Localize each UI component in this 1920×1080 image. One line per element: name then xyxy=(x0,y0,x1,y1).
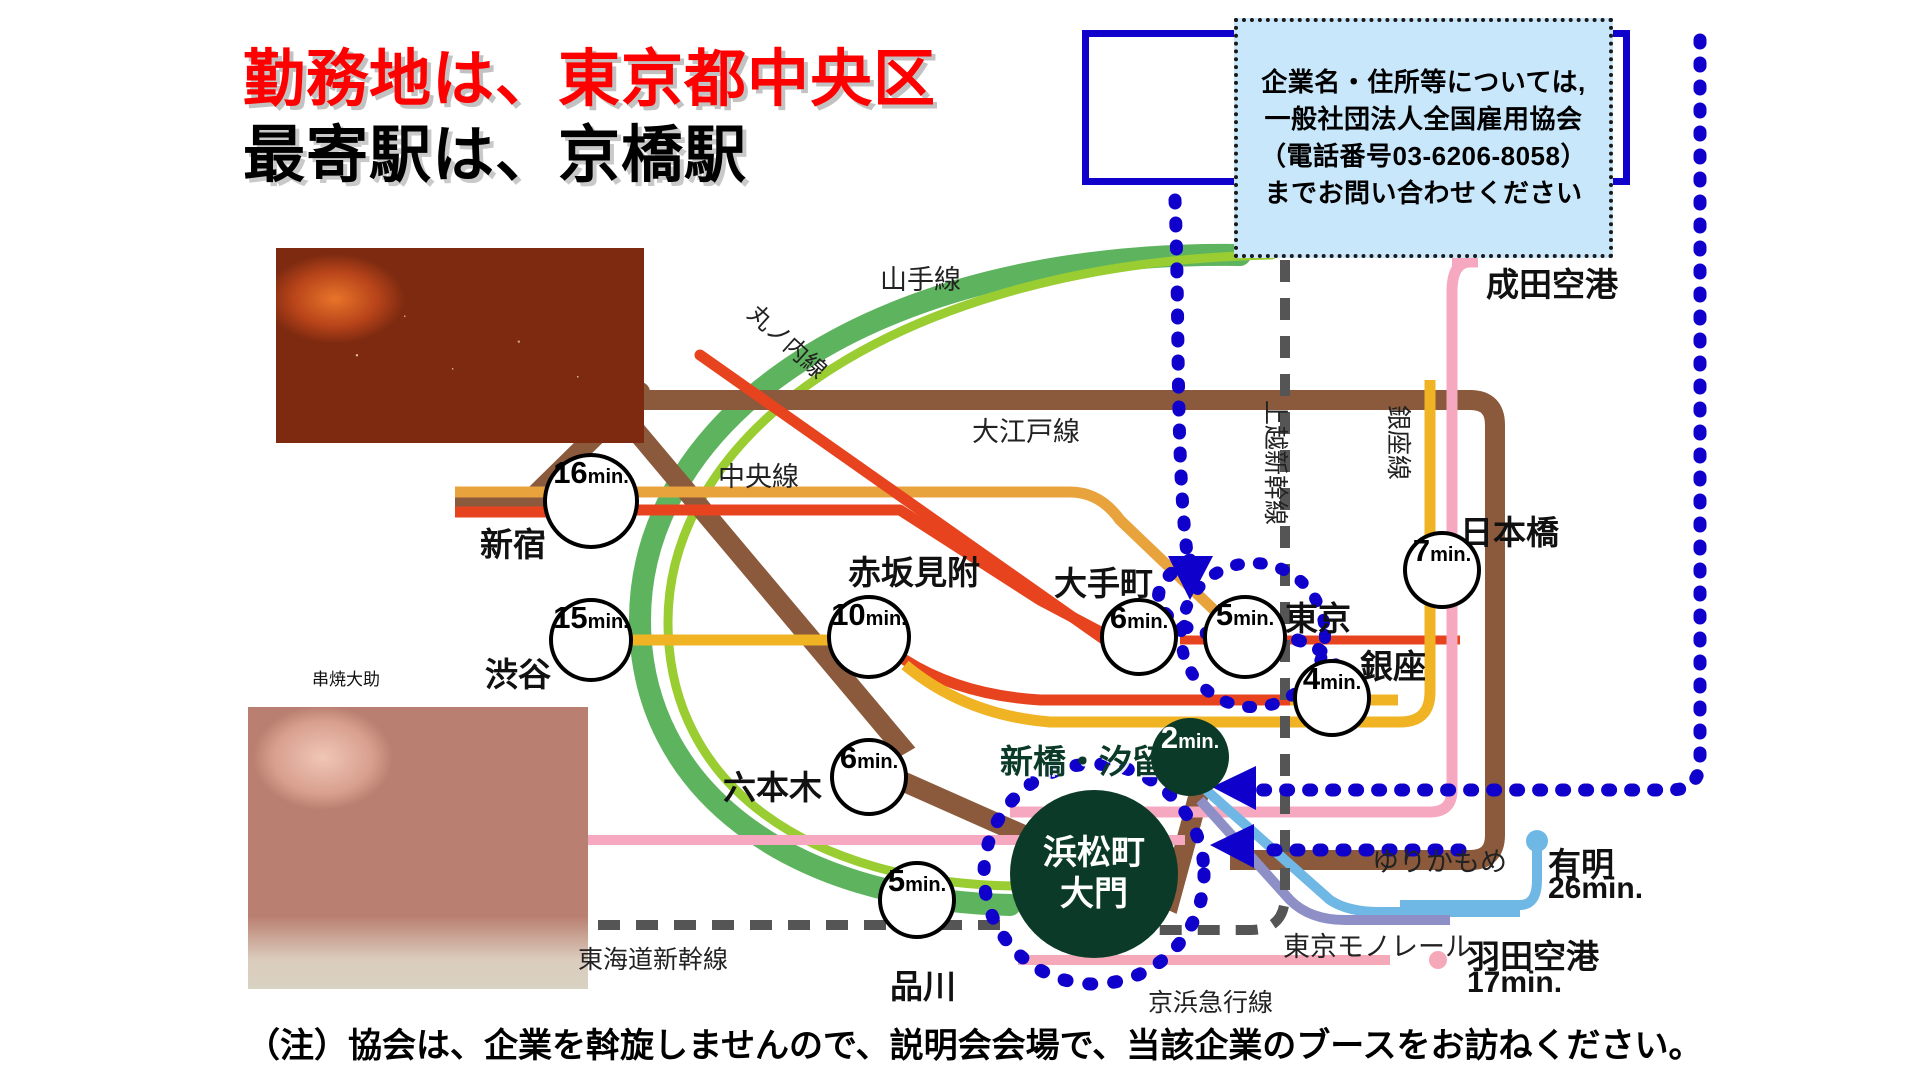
map-line-label: 上越新幹線 xyxy=(1261,400,1289,526)
travel-time-unit: min. xyxy=(857,751,899,773)
travel-time-value: 2 xyxy=(1160,720,1179,755)
map-line-label: 大江戸線 xyxy=(972,417,1080,447)
travel-time-unit: min. xyxy=(1430,544,1472,566)
travel-time-value: 5 xyxy=(887,863,906,898)
hub-line-2: 大門 xyxy=(1060,875,1128,913)
travel-time-value: 7 xyxy=(1412,533,1431,568)
travel-time-unit: min. xyxy=(587,466,629,488)
travel-time-value: 10 xyxy=(831,597,866,632)
map-line-label: 東海道新幹線 xyxy=(578,946,729,974)
map-travel-time-text: 17min. xyxy=(1467,966,1563,999)
map-station-label: 大手町 xyxy=(1054,565,1153,602)
footer-disclaimer: （注）協会は、企業を斡旋しませんので、説明会会場で、当該企業のブースをお訪ねくだ… xyxy=(246,1027,1703,1065)
map-line-label: 中央線 xyxy=(718,462,799,492)
map-station-label: 渋谷 xyxy=(485,656,551,693)
travel-time-value: 5 xyxy=(1215,597,1234,632)
map-station-label: 赤坂見附 xyxy=(848,554,980,591)
map-station-label: 日本橋 xyxy=(1460,514,1559,551)
map-line-label: ゆりかもめ xyxy=(1372,847,1507,877)
map-station-label: 新宿 xyxy=(480,526,546,563)
travel-time-unit: min. xyxy=(1127,611,1169,633)
travel-time-value: 4 xyxy=(1302,661,1321,696)
map-line-label: 京浜急行線 xyxy=(1148,989,1274,1017)
travel-time-unit: min. xyxy=(587,611,629,633)
page-title-secondary: 最寄駅は、京橋駅 xyxy=(243,121,748,190)
page-title-primary: 勤務地は、東京都中央区 xyxy=(243,45,937,114)
station-hamamatsucho-daimon: 浜松町 大門 xyxy=(1010,790,1178,958)
map-line-label: 銀座線 xyxy=(1384,405,1412,481)
contact-info-line-3: （電話番号03-6206-8058） xyxy=(1260,141,1587,171)
travel-time-value: 6 xyxy=(839,740,858,775)
grilled-chicken-photo xyxy=(276,248,644,443)
map-travel-time-text: 26min. xyxy=(1548,872,1644,905)
contact-info-line-4: までお問い合わせください xyxy=(1264,177,1583,208)
map-station-label: 銀座 xyxy=(1360,648,1426,685)
travel-time-unit: min. xyxy=(905,874,947,896)
map-station-label: 新橋・汐留 xyxy=(1000,743,1165,780)
contact-info-callout: 企業名・住所等については, 一般社団法人全国雇用協会 （電話番号03-6206-… xyxy=(1234,18,1613,258)
travel-time-value: 15 xyxy=(553,600,588,635)
map-line-label: 山手線 xyxy=(880,265,961,295)
map-station-label: 品川 xyxy=(890,968,956,1005)
map-station-label: 羽田空港 xyxy=(1467,938,1599,975)
map-station-label: 六本木 xyxy=(723,769,822,806)
map-station-label: 有明 xyxy=(1548,846,1614,883)
travel-time-unit: min. xyxy=(1178,731,1220,753)
map-station-label: 東京 xyxy=(1285,600,1351,637)
travel-time-unit: min. xyxy=(1233,608,1275,630)
photo-caption: 串焼大助 xyxy=(312,670,380,689)
travel-time-value: 16 xyxy=(553,455,588,490)
contact-info-line-1: 企業名・住所等については, xyxy=(1261,67,1586,98)
map-station-label: 成田空港 xyxy=(1486,266,1618,303)
hub-line-1: 浜松町 xyxy=(1043,833,1145,872)
map-line-label: 東京モノレール xyxy=(1283,932,1472,962)
travel-time-unit: min. xyxy=(1320,672,1362,694)
raw-chicken-photo xyxy=(248,707,588,989)
travel-time-unit: min. xyxy=(865,608,907,630)
contact-info-line-2: 一般社団法人全国雇用協会 xyxy=(1264,104,1583,135)
travel-time-value: 6 xyxy=(1109,600,1128,635)
